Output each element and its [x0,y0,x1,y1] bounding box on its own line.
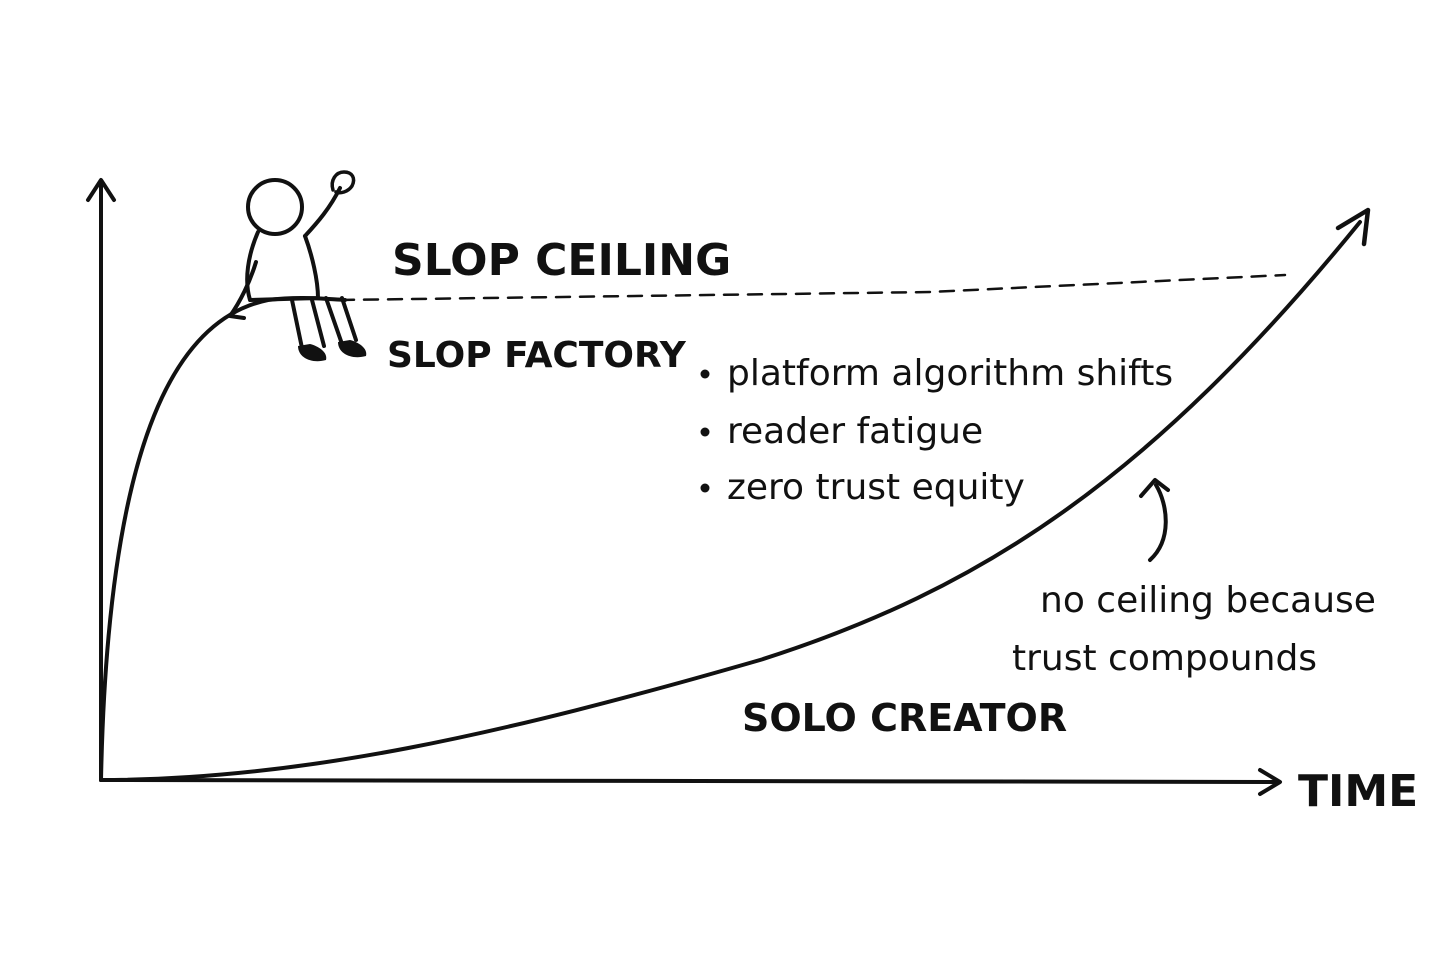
x-axis-label: TIME [1298,766,1418,817]
solo-creator-curve [99,220,1362,782]
solo-creator-label: SOLO CREATOR [742,696,1067,740]
slop-ceiling-label: SLOP CEILING [392,235,731,286]
bullet-dot [700,483,710,493]
bullet-dot [700,369,710,379]
bullet-list: platform algorithm shifts reader fatigue… [700,353,1173,508]
solo-creator-arrowhead [1335,207,1371,247]
slop-factory-curve [99,296,347,782]
bullet-dot [700,427,710,437]
y-axis [86,178,116,782]
annotation-line-2: trust compounds [1012,638,1317,679]
bullet-item-3: zero trust equity [727,467,1025,508]
waving-person-icon [228,170,367,362]
curved-arrow-icon [1139,478,1170,562]
bullet-item-1: platform algorithm shifts [727,353,1173,394]
slop-ceiling-line [338,273,1287,302]
bullet-item-2: reader fatigue [727,411,983,452]
annotation-line-1: no ceiling because [1040,580,1376,621]
slop-factory-label: SLOP FACTORY [387,335,687,376]
x-axis [99,768,1282,796]
